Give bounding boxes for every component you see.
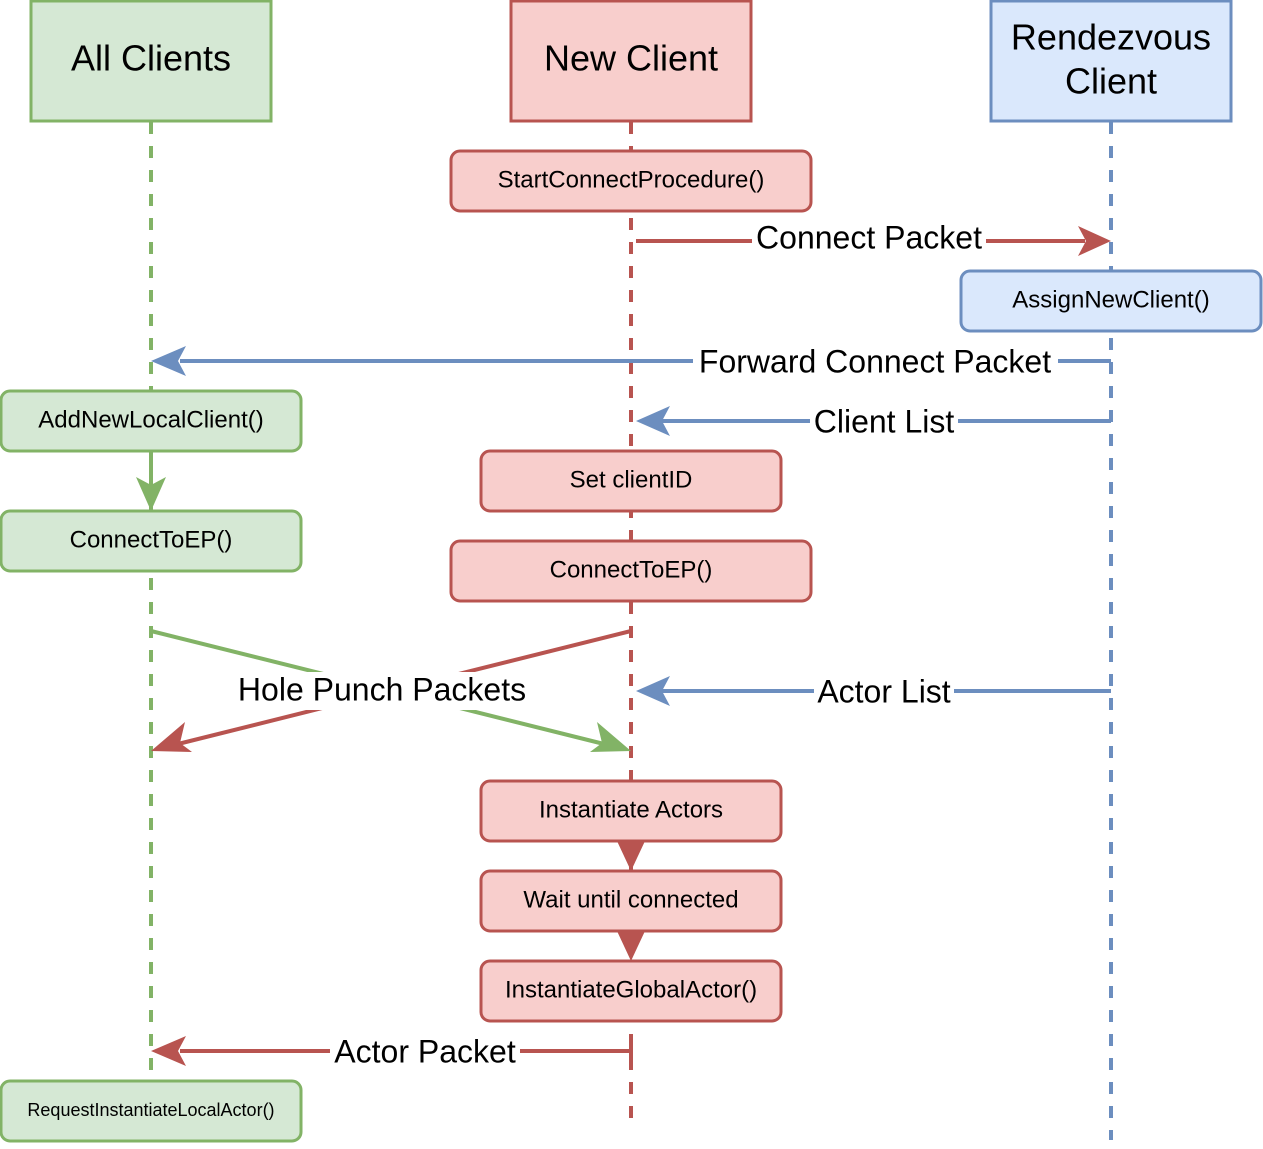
- flow-instantiate-to-wait: [617, 841, 645, 871]
- lane-header-all-clients: All Clients: [29, 0, 273, 123]
- forward-connect-packet-label: Forward Connect Packet: [699, 343, 1051, 379]
- flow-add-to-connect: [136, 451, 166, 511]
- lane-title-all-clients: All Clients: [71, 38, 231, 79]
- lane-title-rendezvous-line1: Rendezvous: [1011, 17, 1211, 58]
- connect-packet-label: Connect Packet: [756, 219, 982, 255]
- message-connect-packet: Connect Packet: [636, 219, 1111, 258]
- actor-packet-label: Actor Packet: [334, 1033, 516, 1069]
- step-label: StartConnectProcedure(): [498, 166, 765, 193]
- step-wait-until-connected: Wait until connected: [479, 869, 783, 933]
- lane-title-rendezvous-line2: Client: [1065, 61, 1157, 102]
- client-list-label: Client List: [814, 403, 955, 439]
- step-start-connect-procedure: StartConnectProcedure(): [449, 149, 813, 213]
- step-label: Set clientID: [570, 466, 693, 493]
- message-client-list: Client List: [636, 403, 1111, 440]
- step-connect-to-ep-new: ConnectToEP(): [449, 539, 813, 603]
- step-label: ConnectToEP(): [70, 526, 233, 553]
- step-add-new-local-client: AddNewLocalClient(): [0, 389, 303, 453]
- lane-header-new-client: New Client: [509, 0, 753, 123]
- lane-header-rendezvous-client: Rendezvous Client: [989, 0, 1233, 123]
- step-label: AddNewLocalClient(): [38, 406, 263, 433]
- step-instantiate-global-actor: InstantiateGlobalActor(): [479, 959, 783, 1023]
- step-label: RequestInstantiateLocalActor(): [27, 1100, 274, 1120]
- step-instantiate-actors: Instantiate Actors: [479, 779, 783, 843]
- message-actor-packet: Actor Packet: [151, 1033, 633, 1070]
- flow-wait-to-global: [617, 931, 645, 961]
- step-label: AssignNewClient(): [1012, 286, 1209, 313]
- message-actor-list: Actor List: [636, 673, 1111, 710]
- hole-punch-packets-label: Hole Punch Packets: [238, 671, 526, 707]
- step-set-client-id: Set clientID: [479, 449, 783, 513]
- message-hole-punch-packets: Hole Punch Packets: [150, 629, 632, 752]
- step-assign-new-client: AssignNewClient(): [959, 269, 1263, 333]
- step-label: ConnectToEP(): [550, 556, 713, 583]
- step-label: Wait until connected: [523, 886, 738, 913]
- step-label: Instantiate Actors: [539, 796, 723, 823]
- actor-list-label: Actor List: [817, 673, 950, 709]
- step-connect-to-ep-all: ConnectToEP(): [0, 509, 303, 573]
- lane-title-new-client: New Client: [544, 38, 718, 79]
- message-forward-connect-packet: Forward Connect Packet: [151, 343, 1111, 380]
- step-request-instantiate-local-actor: RequestInstantiateLocalActor(): [0, 1079, 303, 1143]
- step-label: InstantiateGlobalActor(): [505, 976, 757, 1003]
